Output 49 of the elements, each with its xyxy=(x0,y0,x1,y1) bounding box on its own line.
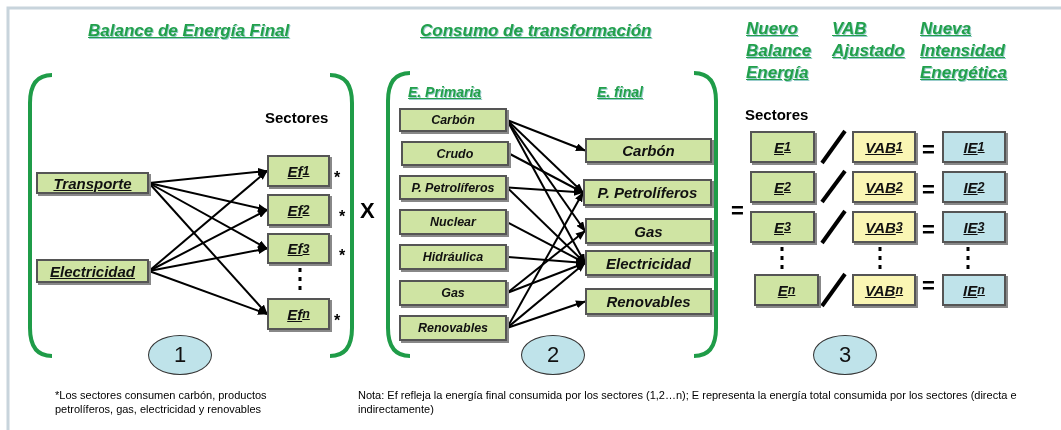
footnote: *Los sectores consumen carbón, productos petrolíferos, gas, electricidad y renovables xyxy=(55,388,268,416)
multiply-sign: X xyxy=(360,198,375,224)
footnote-mark: * xyxy=(334,312,341,330)
column-heading: Nuevo Balance Energía xyxy=(746,18,813,84)
source-box: Hidráulica xyxy=(399,244,507,270)
column-label: Sectores xyxy=(265,109,329,126)
column-heading: E. final xyxy=(597,83,643,102)
equals-sign: = xyxy=(922,177,935,203)
arrow xyxy=(148,246,268,272)
note-text: Nota: Ef refleja la energía final consumida por los sectores (1,2…n); E representa la energía total consumida por los sectores (directa e indirectamente) xyxy=(358,388,1018,416)
arrow xyxy=(148,170,268,272)
arrow xyxy=(148,182,268,250)
footnote-mark: * xyxy=(339,208,346,226)
column-heading: Nueva Intensidad Energética xyxy=(920,18,1008,84)
target-box: Carbón xyxy=(585,138,712,163)
arrow xyxy=(506,119,586,152)
arrow xyxy=(506,186,584,196)
target-box: Gas xyxy=(585,218,712,244)
source-box: Nuclear xyxy=(399,209,507,235)
target-box: Electricidad xyxy=(585,250,712,276)
section-title: Balance de Energía Final xyxy=(88,20,291,42)
footnote-mark: * xyxy=(339,247,346,265)
column-heading: VAB Ajustado xyxy=(832,18,906,62)
source-box: Gas xyxy=(399,280,507,306)
arrow xyxy=(506,262,586,329)
equals-sign: = xyxy=(731,198,744,224)
target-box: P. Petrolíferos xyxy=(583,179,712,206)
step-circle: 2 xyxy=(521,335,585,375)
arrow xyxy=(148,167,268,184)
step-circle: 3 xyxy=(813,335,877,375)
source-box: Renovables xyxy=(399,315,507,341)
step-circle: 1 xyxy=(148,335,212,375)
node-box: Transporte xyxy=(36,172,149,194)
arrow xyxy=(506,230,586,294)
section-title: Consumo de transformación xyxy=(420,20,653,42)
arrow xyxy=(148,182,268,315)
source-box: P. Petrolíferos xyxy=(399,175,507,200)
equals-sign: = xyxy=(922,217,935,243)
node-box: Electricidad xyxy=(36,259,149,283)
source-box: Carbón xyxy=(399,108,507,132)
column-label: Sectores xyxy=(745,106,809,123)
arrow xyxy=(148,270,268,315)
source-box: Crudo xyxy=(401,141,509,166)
equals-sign: = xyxy=(922,137,935,163)
target-box: Renovables xyxy=(585,288,712,315)
column-heading: E. Primaria xyxy=(408,83,482,102)
footnote-mark: * xyxy=(334,169,341,187)
equals-sign: = xyxy=(922,273,935,299)
arrow xyxy=(506,300,586,329)
